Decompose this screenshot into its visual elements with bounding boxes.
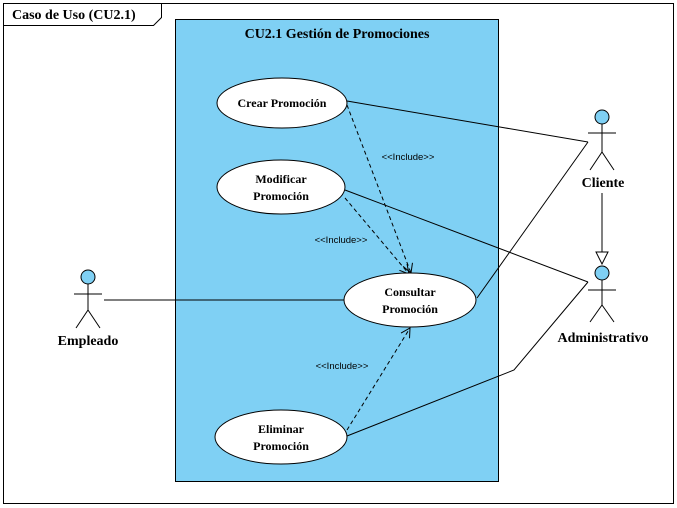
actor-leg-right xyxy=(601,304,615,323)
actor-cliente-label: Cliente xyxy=(582,176,625,191)
actor-administrativo[interactable] xyxy=(588,265,616,323)
system-title: CU2.1 Gestión de Promociones xyxy=(245,27,430,42)
assoc-crear-cliente xyxy=(346,100,589,143)
use-case-label: Crear Promoción xyxy=(238,96,327,110)
include-eliminar-consultar xyxy=(346,327,411,431)
use-case-ellipse xyxy=(343,272,477,328)
include-label-crear: <<Include>> xyxy=(382,152,435,163)
use-case-ellipse xyxy=(216,159,346,215)
use-case-label-line-1: Consultar xyxy=(384,285,436,299)
include-crear-consultar xyxy=(346,104,413,274)
include-label-eliminar: <<Include>> xyxy=(316,361,369,372)
use-case-consultar-promocion[interactable]: Consultar Promoción xyxy=(343,272,477,328)
use-case-label-line-2: Promoción xyxy=(253,189,309,203)
actor-empleado-label: Empleado xyxy=(58,334,119,349)
use-case-modificar-promocion[interactable]: Modificar Promoción xyxy=(216,159,346,215)
actor-leg-left xyxy=(589,151,603,171)
frame-title: Caso de Uso (CU2.1) xyxy=(12,8,136,23)
actor-head xyxy=(594,109,610,125)
use-case-label-line-1: Modificar xyxy=(255,172,307,186)
assoc-eliminar-administrativo xyxy=(346,281,589,437)
actor-leg-left xyxy=(589,304,603,323)
actor-leg-right xyxy=(87,309,101,329)
use-case-crear-promocion[interactable]: Crear Promoción xyxy=(216,77,348,129)
use-case-ellipse xyxy=(216,77,348,129)
actor-head xyxy=(594,265,610,281)
use-case-ellipse xyxy=(214,409,348,465)
frame-title-tab xyxy=(3,3,162,26)
actor-empleado[interactable] xyxy=(74,269,102,329)
use-case-eliminar-promocion[interactable]: Eliminar Promoción xyxy=(214,409,348,465)
use-case-label-line-2: Promoción xyxy=(253,439,309,453)
actor-cliente[interactable] xyxy=(588,109,616,171)
actor-head xyxy=(80,269,96,285)
include-label-modificar: <<Include>> xyxy=(315,235,368,246)
assoc-consultar-cliente xyxy=(476,141,589,299)
actor-leg-right xyxy=(601,151,615,171)
actor-administrativo-label: Administrativo xyxy=(558,331,649,346)
actor-leg-left xyxy=(75,309,89,329)
use-case-label-line-1: Eliminar xyxy=(258,422,305,436)
use-case-label-line-2: Promoción xyxy=(382,302,438,316)
generalization-arrowhead xyxy=(595,251,609,266)
system-boundary xyxy=(175,19,499,482)
include-modificar-consultar xyxy=(344,197,410,275)
